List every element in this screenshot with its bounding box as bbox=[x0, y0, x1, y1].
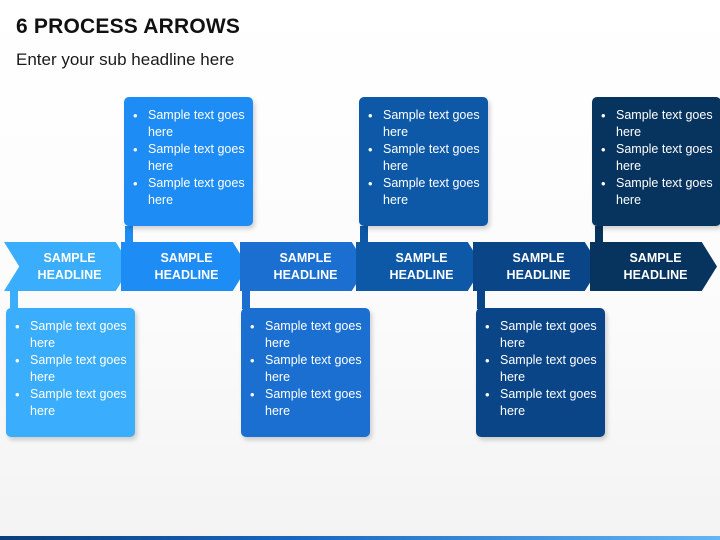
connector-1 bbox=[10, 291, 18, 309]
step-2-bullet-1: Sample text goes here bbox=[132, 107, 245, 141]
step-4-bullet-1: Sample text goes here bbox=[367, 107, 480, 141]
step-3-headline: SAMPLE HEADLINE bbox=[273, 250, 338, 282]
step-4-arrow: SAMPLE HEADLINE bbox=[356, 242, 483, 291]
connector-6 bbox=[595, 226, 603, 244]
step-6-bullet-3: Sample text goes here bbox=[600, 175, 713, 209]
step-2-card: Sample text goes here Sample text goes h… bbox=[124, 97, 253, 226]
step-5-bullet-3: Sample text goes here bbox=[484, 386, 597, 420]
step-1-bullet-1: Sample text goes here bbox=[14, 318, 127, 352]
step-3-bullet-2: Sample text goes here bbox=[249, 352, 362, 386]
step-3-bullet-3: Sample text goes here bbox=[249, 386, 362, 420]
step-5-bullet-1: Sample text goes here bbox=[484, 318, 597, 352]
step-4-headline: SAMPLE HEADLINE bbox=[389, 250, 454, 282]
step-2-bullet-2: Sample text goes here bbox=[132, 141, 245, 175]
step-1-arrow: SAMPLE HEADLINE bbox=[4, 242, 131, 291]
step-6-bullet-1: Sample text goes here bbox=[600, 107, 713, 141]
step-1-bullet-3: Sample text goes here bbox=[14, 386, 127, 420]
connector-4 bbox=[360, 226, 368, 244]
step-5-bullet-2: Sample text goes here bbox=[484, 352, 597, 386]
step-1-headline: SAMPLE HEADLINE bbox=[37, 250, 102, 282]
connector-2 bbox=[125, 226, 133, 244]
connector-5 bbox=[477, 291, 485, 309]
step-3-card: Sample text goes here Sample text goes h… bbox=[241, 308, 370, 437]
step-1-card: Sample text goes here Sample text goes h… bbox=[6, 308, 135, 437]
step-1-bullet-2: Sample text goes here bbox=[14, 352, 127, 386]
page-subtitle: Enter your sub headline here bbox=[16, 50, 235, 69]
step-6-headline: SAMPLE HEADLINE bbox=[623, 250, 688, 282]
step-3-bullet-1: Sample text goes here bbox=[249, 318, 362, 352]
page-title: 6 PROCESS ARROWS bbox=[16, 15, 241, 38]
step-4-card: Sample text goes here Sample text goes h… bbox=[359, 97, 488, 226]
step-2-bullet-3: Sample text goes here bbox=[132, 175, 245, 209]
connector-3 bbox=[242, 291, 250, 309]
step-6-bullet-2: Sample text goes here bbox=[600, 141, 713, 175]
step-6-card: Sample text goes here Sample text goes h… bbox=[592, 97, 720, 226]
step-5-headline: SAMPLE HEADLINE bbox=[506, 250, 571, 282]
step-2-headline: SAMPLE HEADLINE bbox=[154, 250, 219, 282]
step-2-arrow: SAMPLE HEADLINE bbox=[121, 242, 248, 291]
step-4-bullet-2: Sample text goes here bbox=[367, 141, 480, 175]
step-3-arrow: SAMPLE HEADLINE bbox=[240, 242, 367, 291]
step-5-arrow: SAMPLE HEADLINE bbox=[473, 242, 600, 291]
step-4-bullet-3: Sample text goes here bbox=[367, 175, 480, 209]
step-6-arrow: SAMPLE HEADLINE bbox=[590, 242, 717, 291]
footer-accent-bar bbox=[0, 536, 720, 540]
step-5-card: Sample text goes here Sample text goes h… bbox=[476, 308, 605, 437]
